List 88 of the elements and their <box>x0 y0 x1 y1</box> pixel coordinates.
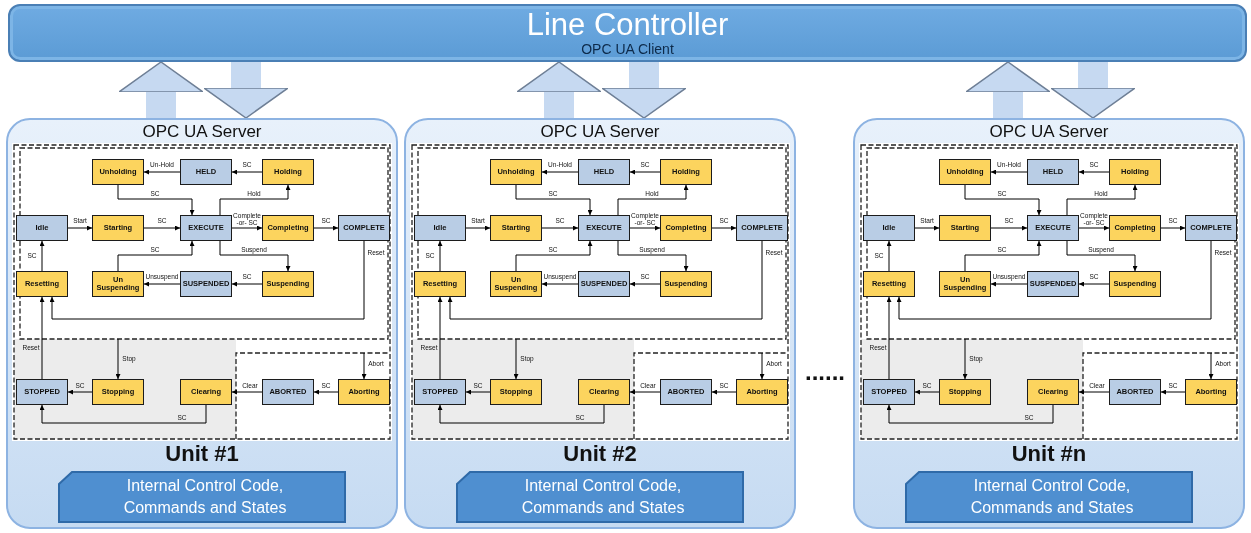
unit-title: Unit #n <box>1010 441 1088 467</box>
transition-arrow <box>962 338 968 380</box>
block-arrow <box>516 61 602 118</box>
transition-arrow <box>117 240 195 272</box>
unit-title: Unit #2 <box>562 441 638 467</box>
transition-arrow <box>219 184 291 216</box>
transition-arrow <box>886 404 1054 424</box>
transition-arrow <box>437 240 443 272</box>
transition-arrow <box>629 389 661 395</box>
controller-title: Line Controller <box>525 8 730 42</box>
transition-arrow <box>437 404 605 424</box>
transition-arrow <box>617 240 689 272</box>
transition-arrow <box>49 240 365 320</box>
transition-arrow <box>990 225 1028 231</box>
transition-arrow <box>231 225 263 231</box>
transition-arrow <box>143 281 181 287</box>
block-arrow <box>118 61 204 118</box>
transition-arrow <box>629 169 661 175</box>
transition-arrow <box>447 240 763 320</box>
transition-arrow <box>914 389 940 395</box>
ellipsis-text: ...... <box>805 360 845 384</box>
block-arrow <box>965 61 1051 118</box>
transition-arrow <box>313 225 339 231</box>
unit-panel <box>6 118 398 529</box>
transition-arrow <box>513 338 519 380</box>
transition-arrow <box>990 281 1028 287</box>
transition-arrow <box>1078 389 1110 395</box>
transition-arrow <box>115 338 121 380</box>
banner-shape <box>905 471 1193 523</box>
transition-arrow <box>541 281 579 287</box>
transition-arrow <box>39 296 45 380</box>
transition-arrow <box>515 184 593 216</box>
transition-arrow <box>964 240 1042 272</box>
server-heading: OPC UA Server <box>141 122 263 142</box>
banner-text: Internal Control Code, Commands and States <box>520 476 686 518</box>
transition-arrow <box>231 169 263 175</box>
unit-panel <box>404 118 796 529</box>
transition-arrow <box>1078 281 1110 287</box>
transition-arrow <box>990 169 1028 175</box>
transition-arrow <box>39 404 207 424</box>
transition-arrow <box>39 240 45 272</box>
transition-arrow <box>1078 225 1110 231</box>
controller-subtitle: OPC UA Client <box>580 41 675 58</box>
transition-arrow <box>67 225 93 231</box>
transition-arrow <box>313 389 339 395</box>
transition-arrow <box>629 225 661 231</box>
transition-arrow <box>541 225 579 231</box>
transition-arrow <box>1160 389 1186 395</box>
transition-arrow <box>711 389 737 395</box>
transition-arrow <box>465 225 491 231</box>
banner-shape <box>456 471 744 523</box>
unit-panel <box>853 118 1245 529</box>
block-arrow <box>203 62 289 119</box>
banner-text: Internal Control Code, Commands and States <box>969 476 1135 518</box>
transition-arrow <box>219 240 291 272</box>
transition-arrow <box>541 169 579 175</box>
transition-arrow <box>231 389 263 395</box>
unit-title: Unit #1 <box>164 441 240 467</box>
transition-arrow <box>67 389 93 395</box>
block-arrow <box>1050 62 1136 119</box>
transition-arrow <box>143 225 181 231</box>
transition-arrow <box>896 240 1212 320</box>
transition-arrow <box>361 352 367 380</box>
transition-arrow <box>914 225 940 231</box>
transition-arrow <box>886 296 892 380</box>
transition-arrow <box>629 281 661 287</box>
transition-arrow <box>231 281 263 287</box>
transition-arrow <box>617 184 689 216</box>
server-heading: OPC UA Server <box>988 122 1110 142</box>
transition-arrow <box>886 240 892 272</box>
transition-arrow <box>1078 169 1110 175</box>
transition-arrow <box>759 352 765 380</box>
transition-arrow <box>1160 225 1186 231</box>
transition-arrow <box>465 389 491 395</box>
transition-arrow <box>437 296 443 380</box>
server-heading: OPC UA Server <box>539 122 661 142</box>
transition-arrow <box>1208 352 1214 380</box>
banner-text: Internal Control Code, Commands and States <box>122 476 288 518</box>
transition-arrow <box>964 184 1042 216</box>
controller-bar <box>8 4 1247 62</box>
banner-shape <box>58 471 346 523</box>
block-arrow <box>601 62 687 119</box>
transition-arrow <box>117 184 195 216</box>
transition-arrow <box>515 240 593 272</box>
transition-arrow <box>1066 240 1138 272</box>
transition-arrow <box>1066 184 1138 216</box>
transition-arrow <box>711 225 737 231</box>
transition-arrow <box>143 169 181 175</box>
